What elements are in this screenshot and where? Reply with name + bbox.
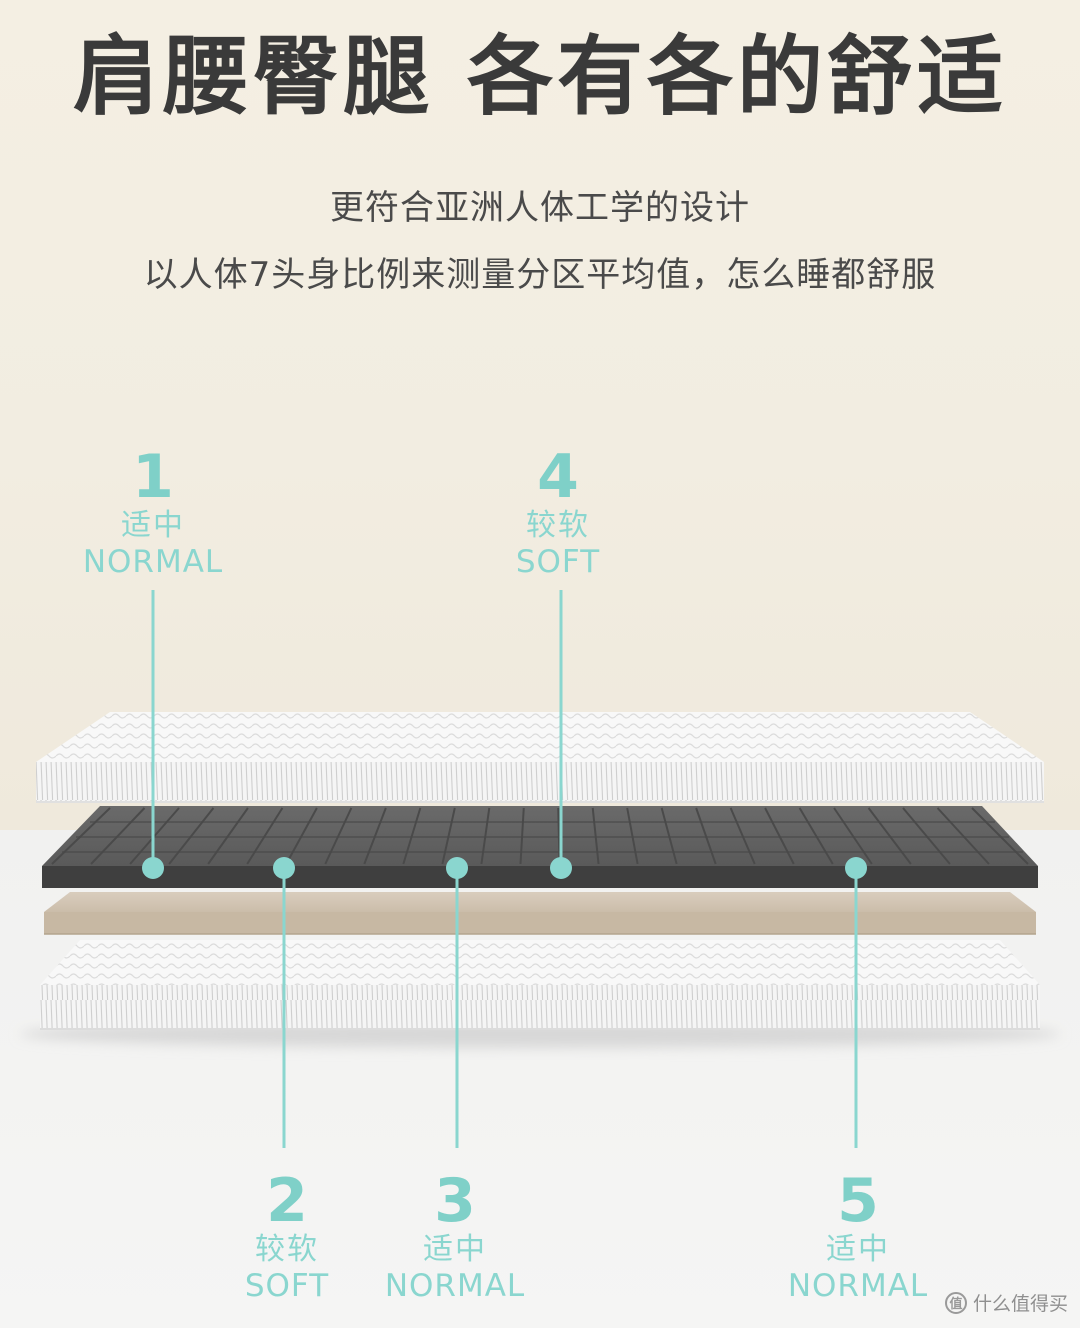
zone-1-callout-dot [142, 857, 164, 879]
zone-5-firmness-cn: 适中 [826, 1232, 890, 1267]
zone-1-label: 1 适中 NORMAL [43, 446, 263, 580]
zone-3-callout-dot [446, 857, 468, 879]
page-title: 肩腰臀腿 各有各的舒适 [73, 27, 1007, 127]
zone-1-firmness-cn: 适中 [121, 508, 185, 543]
zone-2-firmness-cn: 较软 [255, 1232, 319, 1267]
zoned-core-layer [42, 806, 1038, 888]
zone-4-label: 4 较软 SOFT [448, 446, 668, 580]
subtitle-line-1: 更符合亚洲人体工学的设计 [330, 188, 750, 228]
subtitle-line-2: 以人体7头身比例来测量分区平均值，怎么睡都舒服 [143, 255, 937, 295]
watermark-text: 什么值得买 [972, 1293, 1068, 1315]
zone-2-number: 2 [266, 1166, 308, 1236]
bottom-cover-layer [40, 940, 1040, 1030]
zone-5-number: 5 [837, 1166, 879, 1236]
zone-3-label: 3 适中 NORMAL [345, 1170, 565, 1304]
zhi-circle-icon: 值 [944, 1291, 967, 1314]
zone-4-number: 4 [537, 442, 579, 512]
background-wall [0, 0, 1080, 830]
zone-4-callout-dot [550, 857, 572, 879]
zone-1-firmness-en: NORMAL [82, 544, 224, 580]
zone-2-label: 2 较软 SOFT [177, 1170, 397, 1304]
top-cover-layer [36, 712, 1044, 803]
zone-4-firmness-cn: 较软 [526, 508, 590, 543]
zone-3-number: 3 [434, 1166, 476, 1236]
zone-3-firmness-en: NORMAL [384, 1268, 526, 1304]
zone-2-firmness-en: SOFT [244, 1268, 330, 1304]
latex-layer [44, 892, 1036, 935]
zone-1-number: 1 [132, 442, 174, 512]
zone-5-callout-dot [845, 857, 867, 879]
zone-4-firmness-en: SOFT [515, 544, 601, 580]
zone-2-callout-dot [273, 857, 295, 879]
zone-5-firmness-en: NORMAL [787, 1268, 929, 1304]
watermark: 值 什么值得买 [944, 1289, 1068, 1316]
zone-5-label: 5 适中 NORMAL [748, 1170, 968, 1304]
zone-3-firmness-cn: 适中 [423, 1232, 487, 1267]
